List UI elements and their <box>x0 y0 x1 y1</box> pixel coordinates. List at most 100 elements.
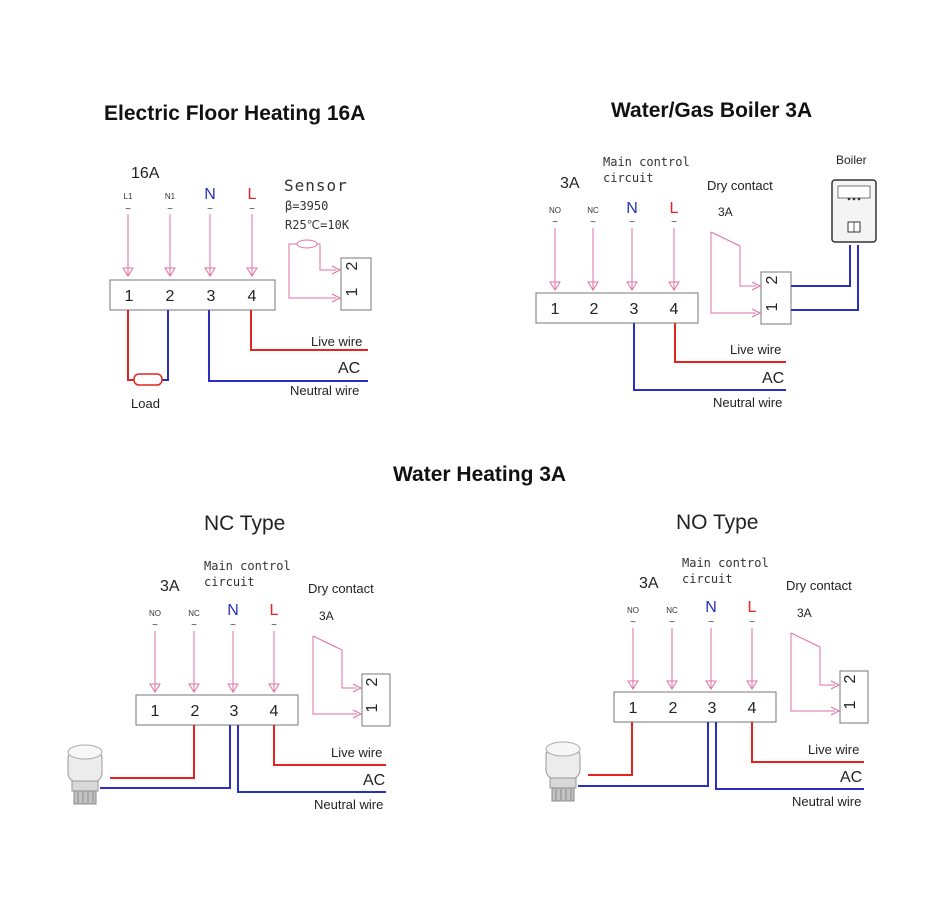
live-wire-label: Live wire <box>730 342 781 357</box>
live-wire-label: Live wire <box>808 742 859 757</box>
dry-contact-wire <box>710 232 756 314</box>
tilde-icon: ~ <box>230 620 236 631</box>
terminal-number: 1 <box>551 301 560 318</box>
sensor-wire <box>317 243 336 271</box>
neutral-wire-label: Neutral wire <box>713 395 782 410</box>
terminal-number: 2 <box>669 700 678 717</box>
tilde-icon: ~ <box>671 217 677 228</box>
terminal-number: 4 <box>270 703 279 720</box>
signal-arrow <box>227 631 239 693</box>
terminal-number: 1 <box>151 703 160 720</box>
boiler-panel: 3A Main control circuit NO NC N L ~ ~ ~ … <box>535 153 877 410</box>
tilde-icon: ~ <box>249 204 255 215</box>
signal-arrow <box>122 214 134 277</box>
load-live-wire <box>127 310 135 381</box>
water-heating-title: Water Heating 3A <box>393 463 566 486</box>
tilde-icon: ~ <box>271 620 277 631</box>
sensor-title: Sensor <box>284 176 348 195</box>
tilde-icon: ~ <box>207 204 213 215</box>
terminal-label-no: NO <box>149 609 161 618</box>
floor-heating-panel: 16A L1 N1 N L ~ ~ ~ ~ 1 2 3 4 Load Live … <box>109 165 372 411</box>
sensor-resistance: R25℃=10K <box>285 218 350 232</box>
signal-arrow <box>188 631 200 693</box>
dry-contact-wire <box>790 633 835 712</box>
no-type-title: NO Type <box>676 511 758 534</box>
main-control-label: circuit <box>603 171 654 185</box>
main-control-label: circuit <box>204 575 255 589</box>
terminal-label-l: L <box>270 602 279 619</box>
dry-contact-arrow <box>352 683 363 719</box>
live-wire <box>273 725 386 766</box>
signal-arrow <box>164 214 176 277</box>
main-control-label: Main control <box>204 559 291 573</box>
live-wire-label: Live wire <box>311 334 362 349</box>
actuator-live-wire <box>110 725 195 779</box>
sensor-terminal-block <box>340 257 372 311</box>
dry-contact-pin: 1 <box>764 302 781 311</box>
boiler-title: Water/Gas Boiler 3A <box>611 99 812 122</box>
neutral-wire <box>715 722 864 790</box>
nc-type-title: NC Type <box>204 512 285 535</box>
terminal-label-n: N <box>705 599 717 616</box>
terminal-number: 3 <box>708 700 717 717</box>
nc-rating: 3A <box>160 578 180 595</box>
main-control-label: circuit <box>682 572 733 586</box>
boiler-label: Boiler <box>836 153 867 167</box>
floor-rating: 16A <box>131 165 160 182</box>
signal-arrow <box>149 631 161 693</box>
dry-contact-wire <box>312 636 357 715</box>
terminal-number: 1 <box>629 700 638 717</box>
signal-arrow <box>587 228 599 291</box>
terminal-block <box>613 691 777 723</box>
sensor-beta: β=3950 <box>285 199 328 213</box>
sensor-arrow <box>331 265 342 303</box>
dry-contact-pin: 1 <box>364 703 381 712</box>
signal-arrow <box>626 228 638 291</box>
neutral-wire <box>208 310 368 382</box>
ac-label: AC <box>338 360 360 377</box>
nc-type-panel: 3A Main control circuit NO NC N L ~ ~ ~ … <box>67 559 391 812</box>
terminal-label-l: L <box>748 599 757 616</box>
main-control-label: Main control <box>603 155 690 169</box>
tilde-icon: ~ <box>552 217 558 228</box>
signal-arrow <box>549 228 561 291</box>
dry-contact-rating: 3A <box>718 205 733 219</box>
dry-contact-pin: 1 <box>842 700 859 709</box>
terminal-label-l1: L1 <box>124 192 133 201</box>
dry-contact-rating: 3A <box>319 609 334 623</box>
ac-label: AC <box>840 769 862 786</box>
terminal-number: 3 <box>230 703 239 720</box>
terminal-label-n1: N1 <box>165 192 176 201</box>
dry-contact-label: Dry contact <box>707 178 773 193</box>
neutral-wire <box>237 725 386 793</box>
no-type-panel: 3A Main control circuit NO NC N L ~ ~ ~ … <box>545 556 869 809</box>
actuator-neutral-wire <box>578 722 709 787</box>
floor-heating-title: Electric Floor Heating 16A <box>104 102 365 125</box>
terminal-number: 4 <box>670 301 679 318</box>
tilde-icon: ~ <box>630 617 636 628</box>
terminal-label-n: N <box>626 200 638 217</box>
dry-contact-terminal-block <box>839 670 869 724</box>
sensor-wire <box>288 243 336 299</box>
neutral-wire <box>633 323 786 391</box>
terminal-label-l: L <box>670 200 679 217</box>
boiler-icon <box>831 179 877 243</box>
live-wire <box>751 722 864 763</box>
dry-contact-pin: 2 <box>364 677 381 686</box>
thermal-actuator-icon <box>67 744 103 805</box>
load-resistor-icon <box>133 373 163 386</box>
terminal-label-no: NO <box>627 606 639 615</box>
ntc-sensor-icon <box>296 239 318 249</box>
signal-arrow <box>746 628 758 690</box>
terminal-number: 2 <box>166 288 175 305</box>
boiler-wire <box>791 245 851 287</box>
actuator-live-wire <box>588 722 633 776</box>
dry-contact-label: Dry contact <box>308 581 374 596</box>
signal-arrow <box>705 628 717 690</box>
terminal-number: 3 <box>630 301 639 318</box>
dry-contact-switch <box>790 632 835 686</box>
dry-contact-arrow <box>751 281 762 318</box>
neutral-wire-label: Neutral wire <box>290 383 359 398</box>
neutral-wire-label: Neutral wire <box>792 794 861 809</box>
